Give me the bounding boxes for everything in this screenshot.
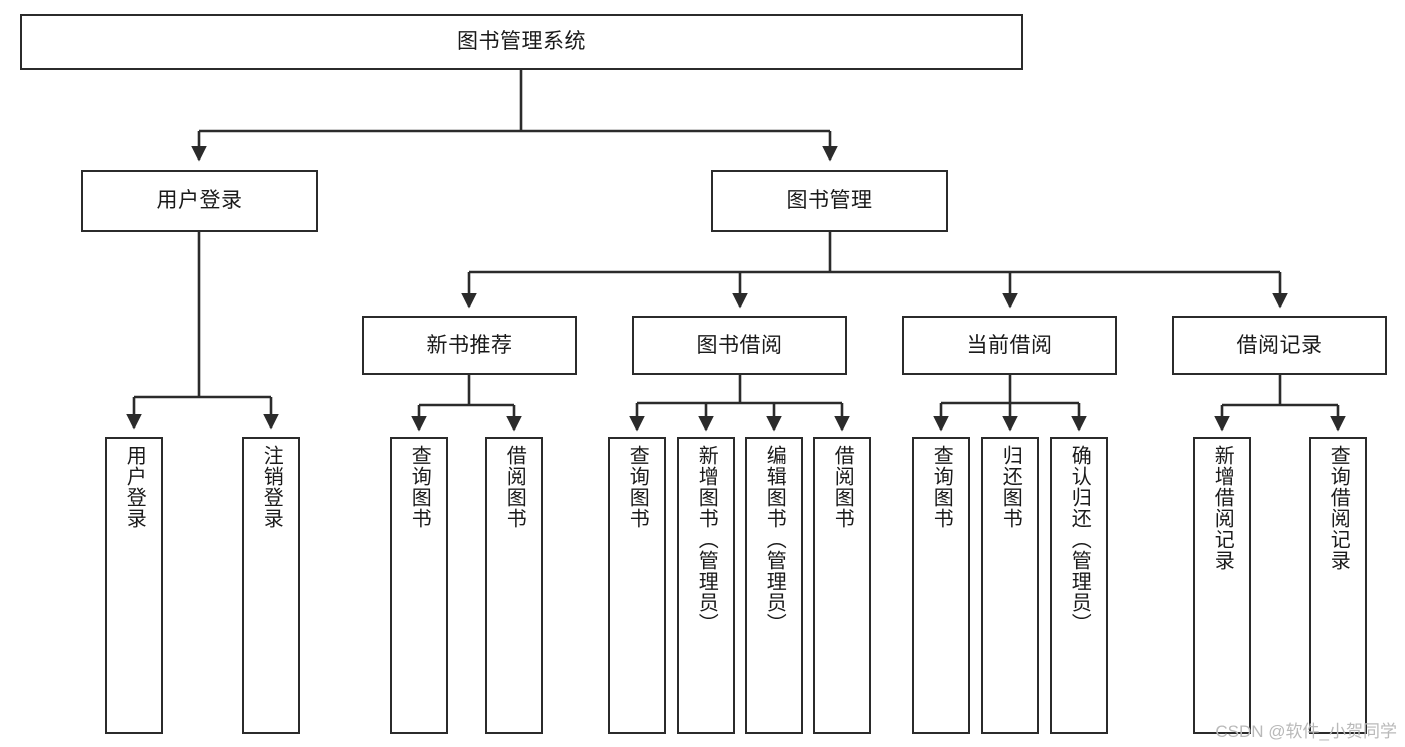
leaf-query-borrow-record[interactable]: 查询借阅记录 [1309, 437, 1367, 734]
node-label: 图书管理 [786, 189, 873, 213]
node-book-management-system[interactable]: 图书管理系统 [20, 14, 1023, 70]
node-label: 新增借阅记录 [1211, 445, 1234, 571]
node-label: 当前借阅 [966, 333, 1053, 357]
node-book-management[interactable]: 图书管理 [711, 170, 948, 232]
leaf-edit-book-admin[interactable]: 编辑图书（管理员） [745, 437, 803, 734]
node-label: 图书管理系统 [457, 30, 586, 54]
node-label: 新增图书（管理员） [695, 445, 718, 634]
leaf-query-book-recommend[interactable]: 查询图书 [390, 437, 448, 734]
node-label: 确认归还（管理员） [1068, 445, 1091, 634]
node-label: 用户登录 [123, 445, 146, 529]
leaf-return-book[interactable]: 归还图书 [981, 437, 1039, 734]
node-new-book-recommend[interactable]: 新书推荐 [362, 316, 577, 375]
node-label: 借阅图书 [503, 445, 526, 529]
node-label: 编辑图书（管理员） [763, 445, 786, 634]
node-label: 归还图书 [999, 445, 1022, 529]
leaf-user-logout[interactable]: 注销登录 [242, 437, 300, 734]
leaf-add-book-admin[interactable]: 新增图书（管理员） [677, 437, 735, 734]
watermark: CSDN @软件_小贺同学 [1215, 722, 1397, 741]
node-current-borrow[interactable]: 当前借阅 [902, 316, 1117, 375]
leaf-borrow-book-recommend[interactable]: 借阅图书 [485, 437, 543, 734]
node-label: 用户登录 [156, 189, 243, 213]
node-label: 查询图书 [408, 445, 431, 529]
leaf-user-login[interactable]: 用户登录 [105, 437, 163, 734]
leaf-query-book-borrow[interactable]: 查询图书 [608, 437, 666, 734]
node-label: 借阅图书 [831, 445, 854, 529]
node-label: 借阅记录 [1236, 333, 1323, 357]
leaf-borrow-book[interactable]: 借阅图书 [813, 437, 871, 734]
node-borrow-record[interactable]: 借阅记录 [1172, 316, 1387, 375]
node-label: 图书借阅 [696, 333, 783, 357]
node-label: 查询借阅记录 [1327, 445, 1350, 571]
leaf-query-book-current[interactable]: 查询图书 [912, 437, 970, 734]
node-book-borrow[interactable]: 图书借阅 [632, 316, 847, 375]
leaf-confirm-return-admin[interactable]: 确认归还（管理员） [1050, 437, 1108, 734]
leaf-add-borrow-record[interactable]: 新增借阅记录 [1193, 437, 1251, 734]
node-label: 查询图书 [626, 445, 649, 529]
node-label: 注销登录 [260, 445, 283, 529]
node-label: 新书推荐 [426, 333, 513, 357]
node-label: 查询图书 [930, 445, 953, 529]
node-user-login[interactable]: 用户登录 [81, 170, 318, 232]
